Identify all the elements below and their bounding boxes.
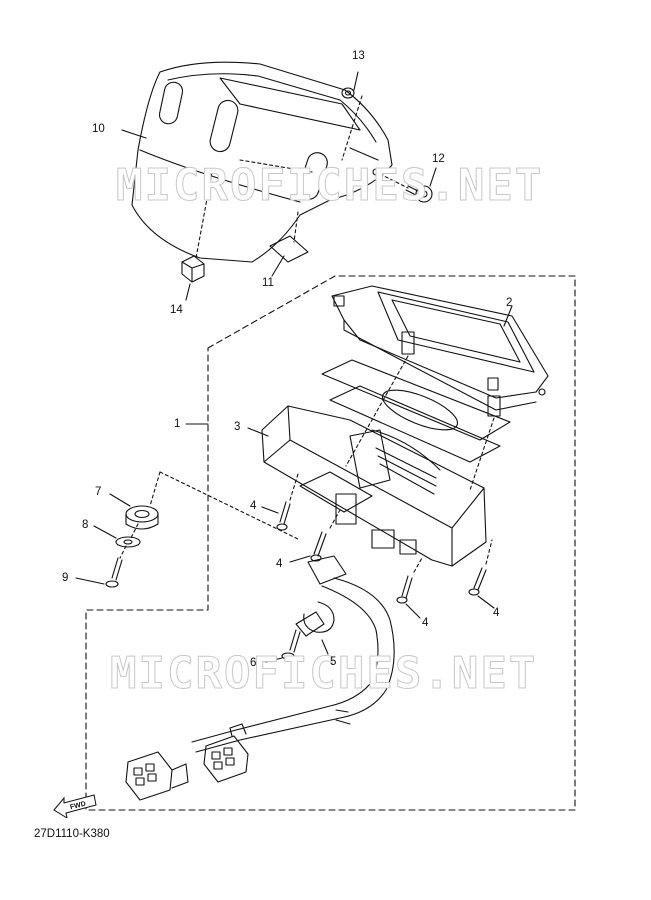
fwd-arrow-icon: FWD: [52, 792, 98, 823]
callout-11: 11: [262, 277, 274, 289]
callout-4d: 4: [493, 607, 500, 619]
callout-12: 12: [432, 153, 445, 165]
callout-3: 3: [234, 421, 241, 433]
connector-right: [204, 724, 248, 782]
callout-14: 14: [170, 304, 183, 316]
screw-4c: [397, 576, 420, 618]
washer-8: [94, 526, 140, 547]
callout-4b: 4: [276, 558, 283, 570]
callout-2: 2: [506, 297, 513, 309]
cover-leaders: [195, 95, 409, 259]
drawing-code: 27D1110-K380: [34, 828, 110, 840]
screw-4a: [262, 502, 290, 530]
assembly-boundary: [85, 275, 576, 811]
watermark-top: MICROFICHES.NET: [115, 160, 544, 212]
clamp-5: [296, 612, 328, 654]
meter-posts: [346, 332, 500, 490]
callout-4a: 4: [250, 500, 257, 512]
screw-leaders: [289, 473, 493, 573]
callout-7: 7: [95, 486, 102, 498]
callout-9: 9: [62, 572, 69, 584]
screw-4b: [290, 532, 326, 562]
meter-case: [332, 286, 548, 410]
callout-6: 6: [250, 657, 257, 669]
screw-12: [406, 168, 436, 202]
callout-leaders: [121, 129, 269, 437]
screw-9: [76, 558, 122, 587]
meter-cover: [132, 62, 392, 262]
watermark-bottom: MICROFICHES.NET: [109, 648, 538, 700]
callout-1: 1: [174, 418, 181, 430]
screw-4d: [469, 568, 494, 608]
pad-11: [270, 236, 308, 276]
grommet-7: [110, 494, 158, 529]
callout-5: 5: [330, 656, 337, 668]
harness: [192, 556, 394, 752]
grommet-leaders: [119, 471, 301, 559]
callout-8: 8: [82, 519, 89, 531]
callout-13: 13: [352, 50, 365, 62]
meter-body: [262, 406, 486, 566]
connector-left: [126, 752, 188, 800]
screw-6: [266, 630, 300, 662]
callout-10: 10: [92, 123, 105, 135]
clip-14: [182, 256, 204, 300]
fwd-label: FWD: [69, 801, 86, 812]
grommet-13: [342, 72, 358, 98]
callout-4c: 4: [422, 617, 429, 629]
meter-inner-plates: [322, 360, 510, 462]
